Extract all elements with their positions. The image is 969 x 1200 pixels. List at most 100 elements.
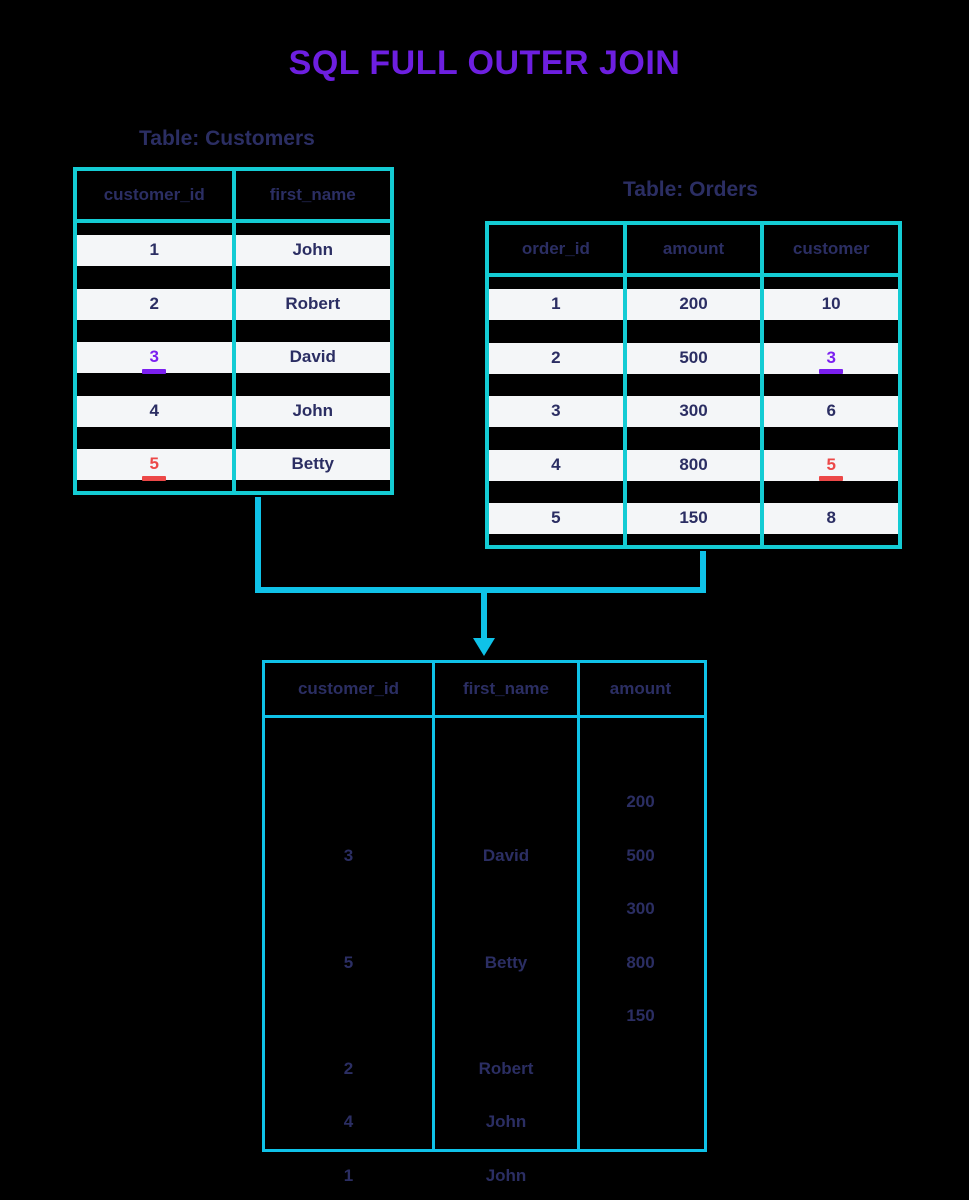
cell-customer-id: 1 (77, 223, 232, 277)
cell-value: 5 (149, 454, 159, 474)
customers-table-caption: Table: Customers (139, 127, 315, 150)
row-band (489, 449, 623, 481)
cell-order-id: 3 (489, 384, 623, 438)
table-row: 3 300 6 (489, 384, 899, 438)
result-cell-amount: 150 (626, 1006, 655, 1025)
cell-amount: 800 (622, 437, 761, 491)
orders-body: 1 200 10 2 500 (489, 277, 899, 545)
row-band (235, 449, 390, 480)
customers-header-row: customer_id first_name (77, 171, 390, 223)
result-cell-first-name: David (482, 846, 530, 865)
row-band (489, 289, 623, 320)
row-band (764, 449, 899, 481)
cell-value: 4 (551, 454, 561, 474)
row-band (626, 396, 761, 427)
purple-underline-marker (142, 368, 167, 374)
result-cell-customer-id: 1 (343, 1166, 354, 1185)
cell-customer: 10 (760, 277, 899, 331)
customers-body: 1 John 2 Robert (77, 223, 390, 491)
result-cell-first-name: Betty (484, 953, 528, 972)
cell-customer: 6 (760, 384, 899, 438)
cell-value: 150 (679, 508, 708, 528)
cell-customer-highlighted: 5 (760, 437, 899, 491)
customers-table: customer_id first_name 1 John 2 (73, 167, 394, 495)
row-band (77, 342, 232, 373)
cell-value: Robert (285, 293, 341, 313)
cell-first-name: John (231, 223, 390, 277)
cell-value: 8 (826, 508, 836, 528)
table-row: 1 200 10 (489, 277, 899, 331)
row-band (235, 235, 390, 266)
cell-amount: 300 (622, 384, 761, 438)
cell-value: 10 (821, 294, 841, 314)
connector-line-orders (700, 551, 706, 593)
cell-value: 4 (149, 400, 159, 420)
result-cell-amount: 200 (626, 792, 655, 811)
cell-value: 2 (551, 347, 561, 367)
cell-value: Betty (291, 454, 334, 474)
result-header-row: customer_id first_name amount (265, 663, 704, 718)
row-band (764, 396, 899, 427)
row-band (489, 503, 623, 534)
orders-header-amount: amount (622, 225, 761, 273)
row-band (489, 342, 623, 374)
cell-value: John (292, 400, 334, 420)
result-body: 3 5 2 4 1 David Betty Robert John John 2… (265, 718, 704, 1185)
cell-customer-id: 4 (77, 384, 232, 438)
orders-table-caption: Table: Orders (623, 178, 758, 201)
orders-header-order-id: order_id (521, 239, 590, 258)
result-cell-customer-id: 3 (343, 846, 354, 865)
row-band (235, 342, 390, 373)
row-band (489, 396, 623, 427)
cell-value: 1 (551, 294, 561, 314)
cell-value: 5 (551, 508, 561, 528)
cell-value: 500 (679, 347, 708, 367)
cell-amount: 500 (622, 330, 761, 384)
cell-value: 300 (679, 401, 708, 421)
row-band (764, 289, 899, 320)
row-band (764, 503, 899, 534)
cell-customer-id-highlighted: 5 (77, 437, 232, 491)
cell-customer-id-highlighted: 3 (77, 330, 232, 384)
row-band (235, 395, 390, 427)
table-row: 5 Betty (77, 437, 390, 491)
cell-value: 3 (551, 401, 561, 421)
arrow-down-icon (473, 638, 495, 656)
row-band (626, 503, 761, 534)
result-cell-customer-id: 2 (343, 1059, 354, 1078)
cell-first-name: David (231, 330, 390, 384)
cell-customer-id: 2 (77, 277, 232, 331)
cell-value: David (289, 347, 336, 367)
result-column-amount: 200 500 300 800 150 (580, 718, 701, 1152)
row-band (77, 235, 232, 266)
cell-value: 5 (826, 454, 836, 474)
result-header-customer-id: customer_id (297, 679, 400, 698)
orders-header-customer: customer (760, 225, 898, 273)
result-cell-amount: 500 (626, 846, 655, 865)
cell-value: 2 (149, 293, 159, 313)
cell-value: 3 (149, 347, 159, 367)
result-cell-amount: 800 (626, 953, 655, 972)
customers-header-first-name: first_name (231, 171, 391, 219)
cell-value: 3 (826, 347, 836, 367)
connector-join-bar (255, 587, 706, 593)
result-cell-amount: 300 (626, 899, 655, 918)
cell-first-name: Robert (231, 276, 390, 330)
cell-first-name: Betty (231, 437, 390, 491)
connector-line-customers (255, 497, 261, 593)
result-column-customer-id: 3 5 2 4 1 (265, 718, 432, 1185)
cell-order-id: 1 (489, 277, 623, 331)
row-band (626, 289, 761, 320)
red-underline-marker (819, 476, 844, 481)
result-cell-first-name: John (485, 1166, 527, 1185)
result-cell-first-name: John (485, 1112, 527, 1131)
cell-value: 1 (149, 240, 159, 260)
row-band (77, 449, 232, 480)
cell-customer: 8 (760, 491, 899, 545)
table-row: 1 John (77, 223, 390, 277)
row-band (764, 342, 899, 374)
cell-order-id: 2 (489, 331, 623, 385)
table-row: 4 John (77, 383, 390, 438)
result-header-amount: amount (609, 679, 672, 698)
